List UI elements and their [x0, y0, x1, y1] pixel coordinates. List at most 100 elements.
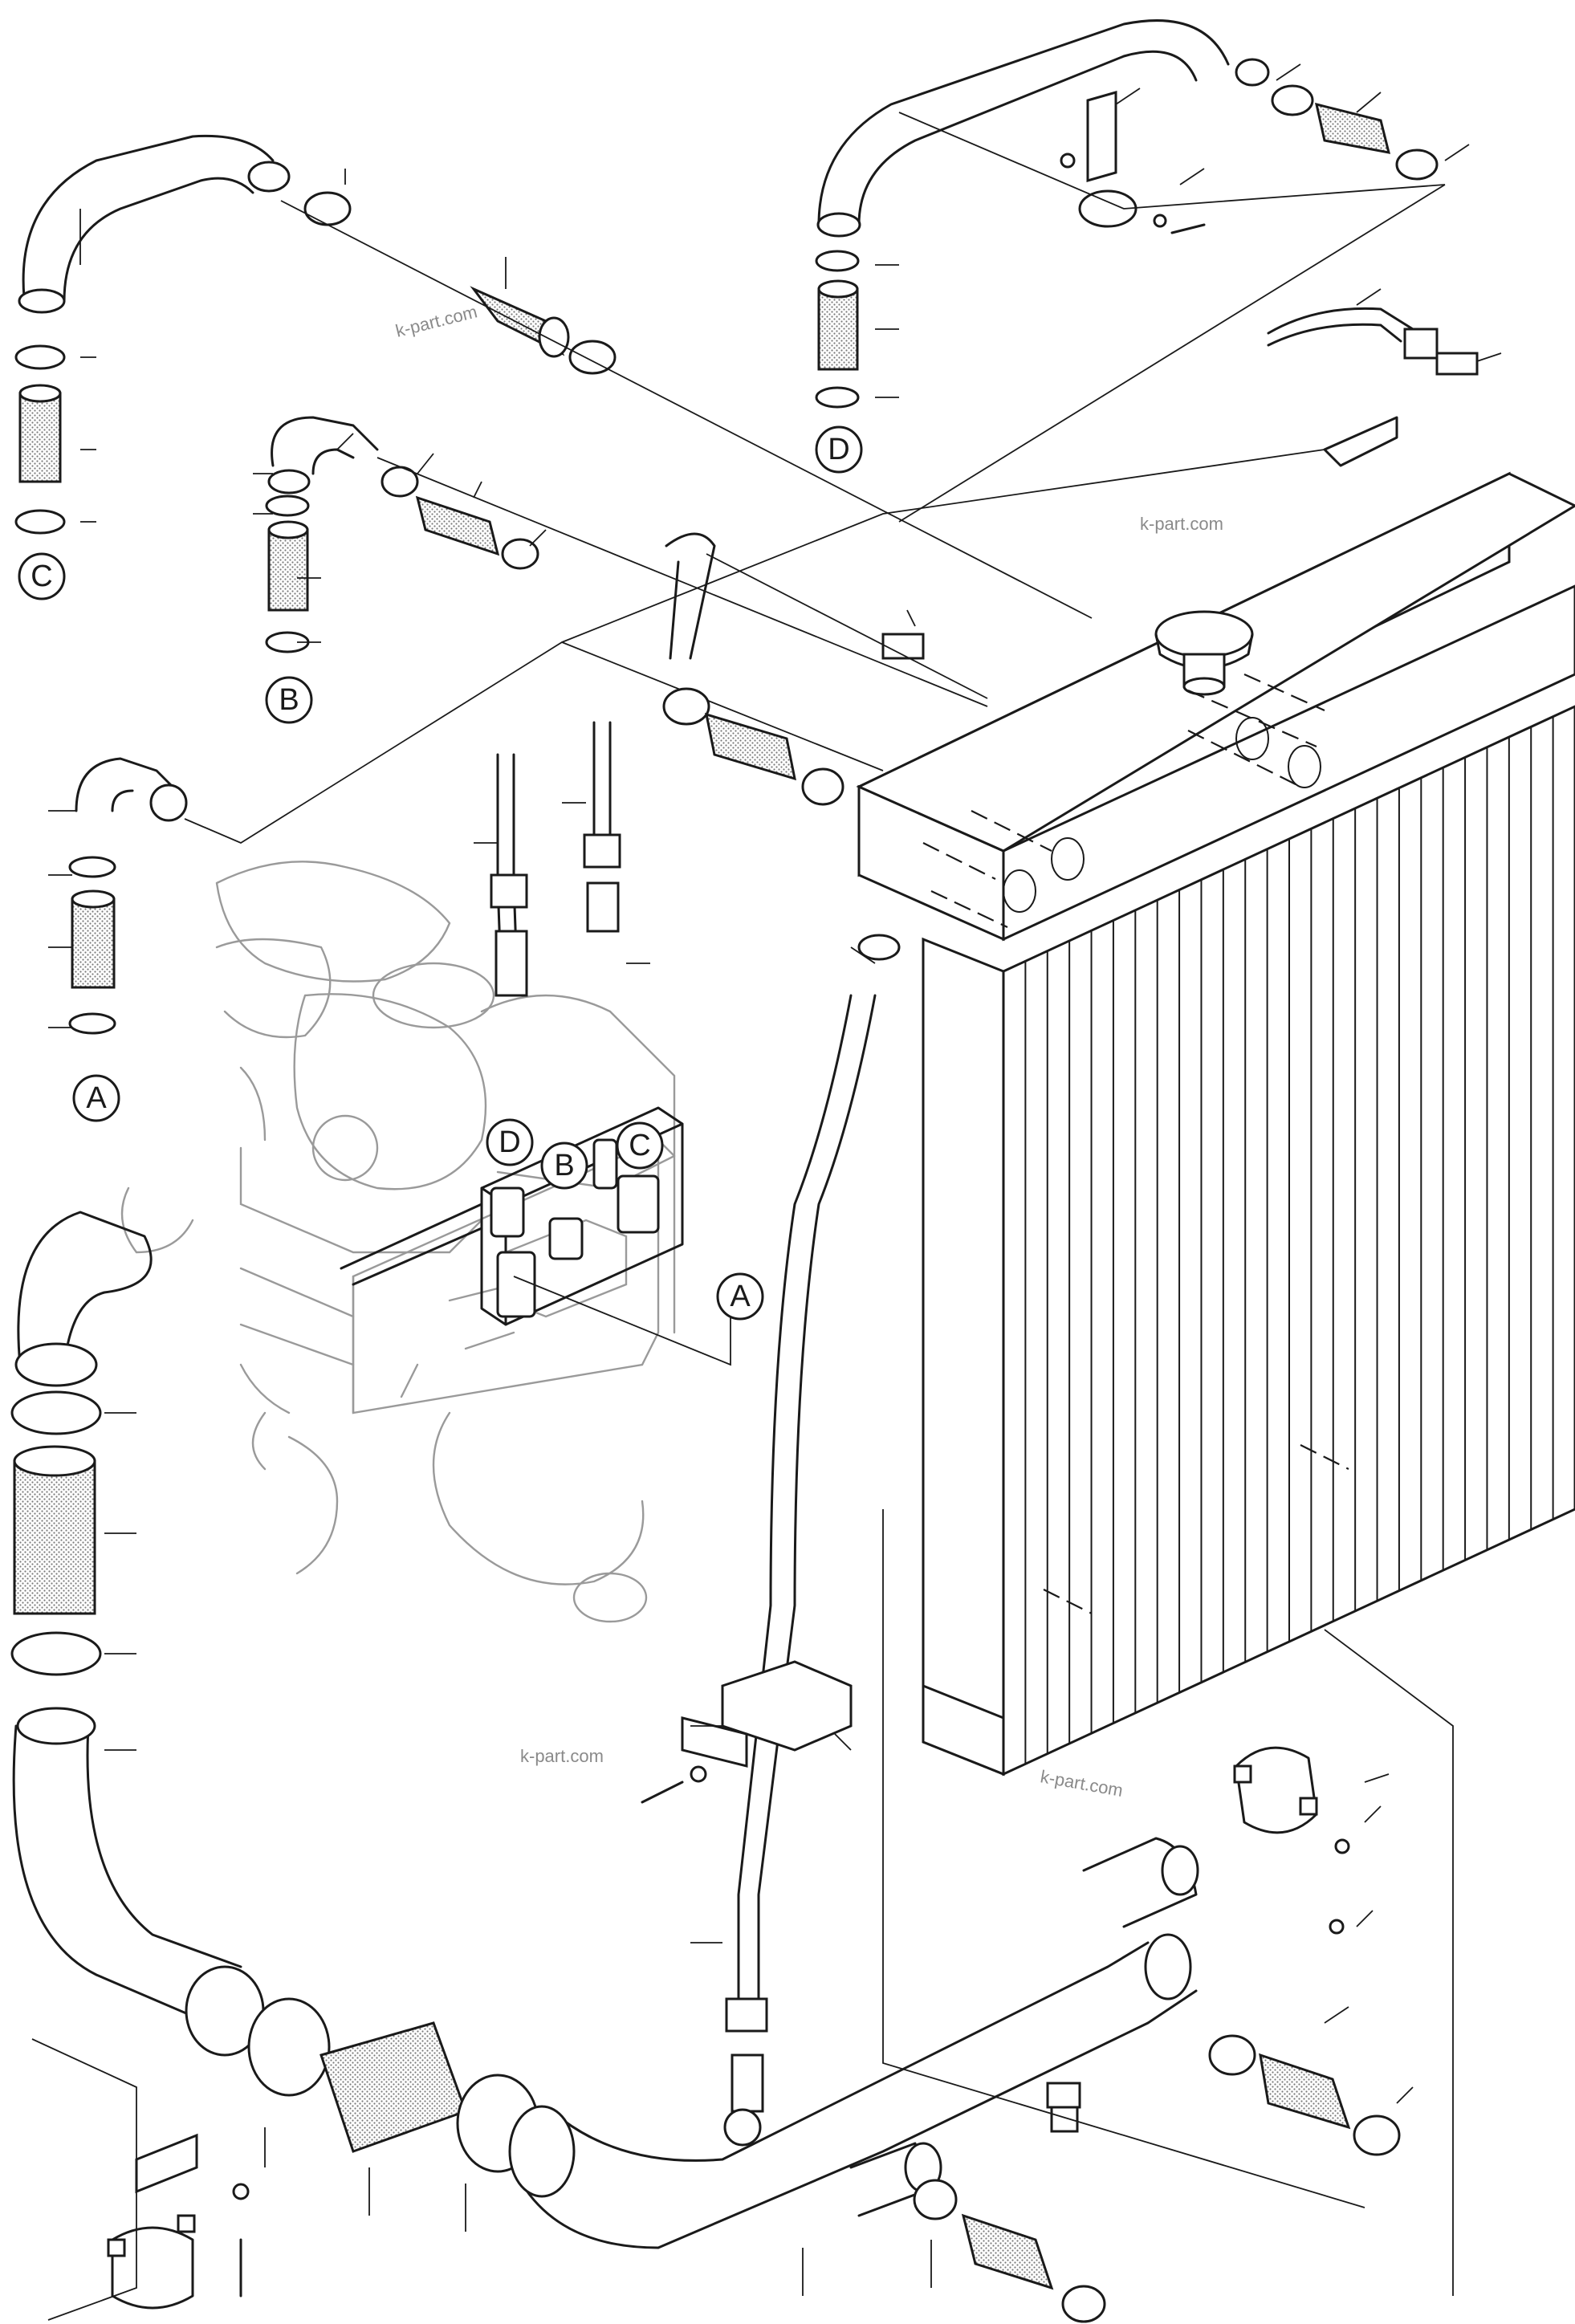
hose-clamp-lower-3 [247, 1997, 331, 2097]
nut [1060, 153, 1076, 169]
vent-tube-union [731, 2053, 764, 2113]
hose-clamp-a-upper [68, 856, 116, 878]
hose-clamp-lower-1 [10, 1390, 102, 1435]
callout-a-mid: A [716, 1272, 764, 1321]
hose-clamp-heater-lower [801, 767, 844, 806]
part-leader-ticks [48, 63, 1502, 2296]
hose-segment-lower-right-1 [1259, 2053, 1351, 2130]
manifold-port-sensor [592, 1138, 618, 1190]
hose-clamp-c-lower [14, 509, 66, 535]
a-reference-leader [513, 1276, 731, 1366]
hose-clamp-a-lower [68, 1012, 116, 1035]
lower-hose-upper-lip [14, 1342, 98, 1387]
hose-clamp-lower-mid-1 [913, 2179, 958, 2220]
hose-clamp-d-lower [815, 386, 860, 409]
radiator-core-side [922, 937, 1005, 1777]
heater-hose-set [662, 687, 844, 806]
hose-segment-heater [705, 712, 796, 781]
bracket-plate [135, 2133, 198, 2194]
lower-pipe-vent-port [723, 2108, 762, 2147]
callout-b-mid: B [540, 1142, 588, 1190]
hose-clamp-heater-upper [662, 687, 710, 726]
upper-hose-assembly-b [265, 416, 988, 707]
callout-d-top-label: D [828, 433, 849, 466]
hose-clamp-d-radiator [1395, 149, 1439, 181]
hose-segment-c-top [470, 286, 570, 358]
radiator-inlet-stubs [922, 673, 1349, 1614]
saddle-clamp-right [882, 1509, 1454, 2296]
bypass-nut-left [490, 873, 528, 909]
hose-clamp-lower-2 [10, 1631, 102, 1676]
saddle-bolt-head [1334, 1838, 1350, 1854]
hose-clamp-b-upper [265, 495, 310, 517]
engine-water-manifold [340, 1106, 684, 1326]
lower-pipe-branch-end [1161, 1845, 1199, 1896]
hose-segment-a [71, 897, 116, 989]
hose-clamp-lower-right-2 [1353, 2114, 1401, 2156]
watermark-top-left: k-part.com [393, 301, 479, 340]
hose-segment-b-top [415, 495, 500, 556]
hose-segment-d [817, 287, 859, 371]
callout-c-top: C [18, 552, 66, 600]
vent-tube-mounting-clip [641, 1660, 853, 1804]
hose-clamp-c-radiator [568, 340, 617, 375]
bypass-union-left [494, 930, 528, 997]
callout-d-top: D [815, 425, 863, 474]
washer [1153, 214, 1167, 228]
callout-c-mid-label: C [629, 1129, 650, 1162]
callout-b-top-label: B [279, 683, 299, 717]
radiator-fins [1024, 716, 1554, 1764]
hose-clamp-c-upper [14, 344, 66, 370]
hose-segment-lower-1 [13, 1459, 96, 1615]
mounting-bracket-left [31, 2038, 250, 2321]
vent-tube-clamp [857, 934, 901, 961]
hose-segment-d-top [1315, 102, 1391, 154]
hose-segment-b [267, 528, 309, 612]
bolt [1170, 223, 1206, 234]
callout-b-top: B [265, 676, 313, 724]
hose-clamp-c-top [303, 191, 352, 226]
vent-tube [641, 934, 901, 2113]
watermark-top-right: k-part.com [1140, 514, 1223, 534]
callout-a-top-label: A [86, 1081, 107, 1115]
callout-d-mid-label: D [499, 1125, 520, 1159]
hose-clamp-d-upper [815, 250, 860, 272]
watermark-center: k-part.com [520, 1746, 604, 1766]
hose-mounting-bracket [1060, 91, 1206, 234]
upper-hose-assembly-d [815, 19, 1446, 523]
callout-c-top-label: C [31, 560, 52, 593]
hose-clamp-d-top [1271, 84, 1314, 116]
clip-washer [690, 1765, 707, 1783]
bypass-nut-right [583, 833, 621, 869]
hose-clamp-b-radiator [501, 538, 539, 570]
hose-clamp-lower-right-1 [1208, 2034, 1256, 2076]
manifold-port-c [617, 1174, 660, 1234]
hose-clamp-lower-mid-2 [1061, 2285, 1106, 2323]
saddle-nut [1329, 1919, 1345, 1935]
watermark-bottom-right: k-part.com [1039, 1766, 1125, 1801]
manifold-port-a [496, 1251, 536, 1318]
lower-water-pipe [508, 1837, 1199, 2249]
callout-d-mid: D [486, 1118, 534, 1166]
lower-right-hose-set [913, 2034, 1401, 2323]
small-elbow-assembly-a [68, 641, 884, 1035]
bypass-union-right [586, 881, 620, 933]
hose-segment-lower-2 [319, 2021, 467, 2153]
bracket-nut [232, 2183, 250, 2200]
elbow-a-outlet [149, 783, 188, 822]
overflow-pipe [1267, 307, 1479, 467]
lower-hose-lip [16, 1707, 96, 1745]
clip-bolt [641, 1781, 684, 1804]
callout-c-mid: C [616, 1121, 664, 1170]
radiator-bottom-tank [922, 1683, 1005, 1777]
callout-a-top: A [72, 1074, 120, 1122]
manifold-port-b [548, 1217, 584, 1260]
radiator [856, 471, 1575, 1777]
vent-tube-nut [725, 1997, 768, 2033]
upper-hose-assembly-c [14, 134, 1093, 619]
lower-hose-assembly [10, 1211, 539, 2173]
radiator-filler-cap [1154, 610, 1254, 696]
manifold-port-d [490, 1186, 525, 1238]
callout-a-mid-label: A [730, 1280, 751, 1313]
